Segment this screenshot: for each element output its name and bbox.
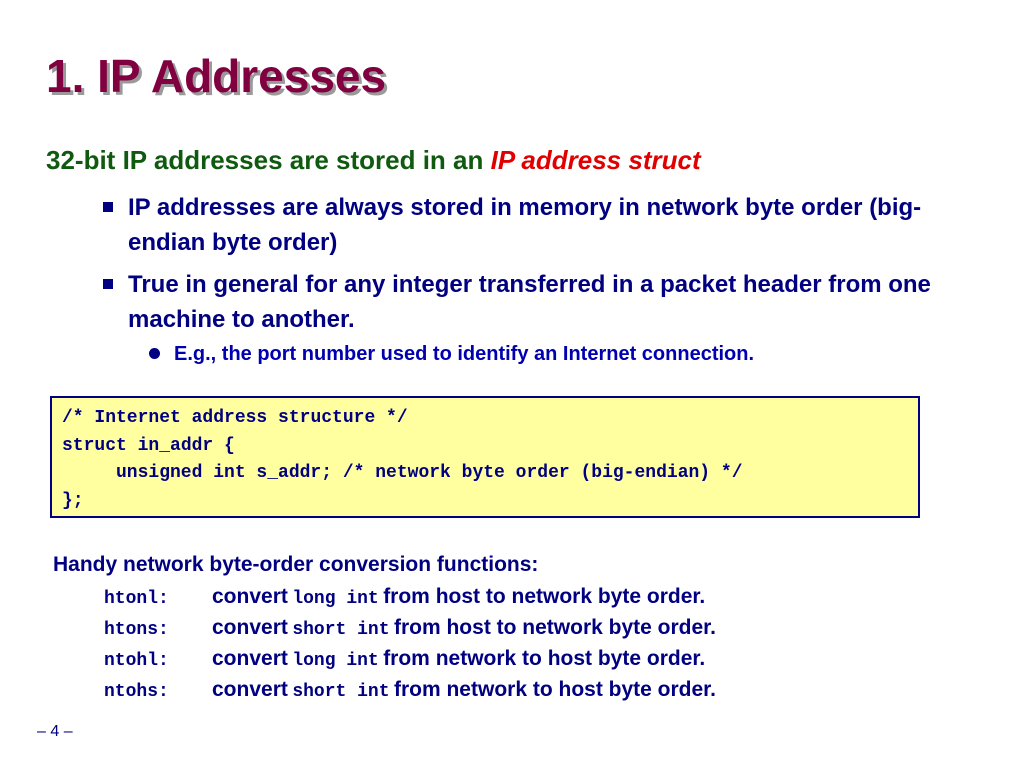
conversion-description: from network to host byte order. <box>393 678 717 701</box>
sub-bullet-item: E.g., the port number used to identify a… <box>149 339 755 369</box>
round-bullet-icon <box>149 348 160 359</box>
code-line: /* Internet address structure */ <box>62 408 408 428</box>
sub-bullet-text: E.g., the port number used to identify a… <box>174 343 755 365</box>
c-type: short int <box>292 620 390 640</box>
conversion-heading: Handy network byte-order conversion func… <box>53 553 539 576</box>
convert-word: convert <box>212 585 288 608</box>
bullet-item: True in general for any integer transfer… <box>103 267 968 337</box>
bullet-item: IP addresses are always stored in memory… <box>103 190 968 260</box>
slide-subtitle: 32-bit IP addresses are stored in an IP … <box>46 142 701 178</box>
square-bullet-icon <box>103 202 113 212</box>
function-name: ntohs: <box>104 682 169 702</box>
slide-title: 1. IP Addresses <box>46 50 387 102</box>
bullet-text: True in general for any integer transfer… <box>128 271 931 333</box>
page-number: – 4 – <box>37 723 73 740</box>
code-line: unsigned int s_addr; /* network byte ord… <box>116 463 743 483</box>
conversion-description: from host to network byte order. <box>393 616 717 639</box>
function-name: ntohl: <box>104 651 169 671</box>
c-type: long int <box>292 589 379 609</box>
conversion-description: from host to network byte order. <box>383 585 706 608</box>
square-bullet-icon <box>103 279 113 289</box>
c-type: long int <box>292 651 379 671</box>
conversion-row: ntohl: convert long int from network to h… <box>104 643 705 674</box>
convert-word: convert <box>212 678 288 701</box>
subtitle-emphasis: IP address struct <box>490 145 701 175</box>
conversion-description: from network to host byte order. <box>383 647 706 670</box>
conversion-row: htons: convert short int from host to net… <box>104 612 716 643</box>
bullet-text: IP addresses are always stored in memory… <box>128 194 922 256</box>
c-type: short int <box>292 682 390 702</box>
function-name: htonl: <box>104 589 169 609</box>
code-block: /* Internet address structure */ struct … <box>50 396 920 518</box>
conversion-row: ntohs: convert short int from network to … <box>104 674 716 705</box>
function-name: htons: <box>104 620 169 640</box>
convert-word: convert <box>212 616 288 639</box>
subtitle-text: 32-bit IP addresses are stored in an <box>46 145 491 175</box>
code-line: }; <box>62 490 84 511</box>
code-line: struct in_addr { <box>62 435 235 456</box>
convert-word: convert <box>212 647 288 670</box>
conversion-row: htonl: convert long int from host to netw… <box>104 581 705 612</box>
